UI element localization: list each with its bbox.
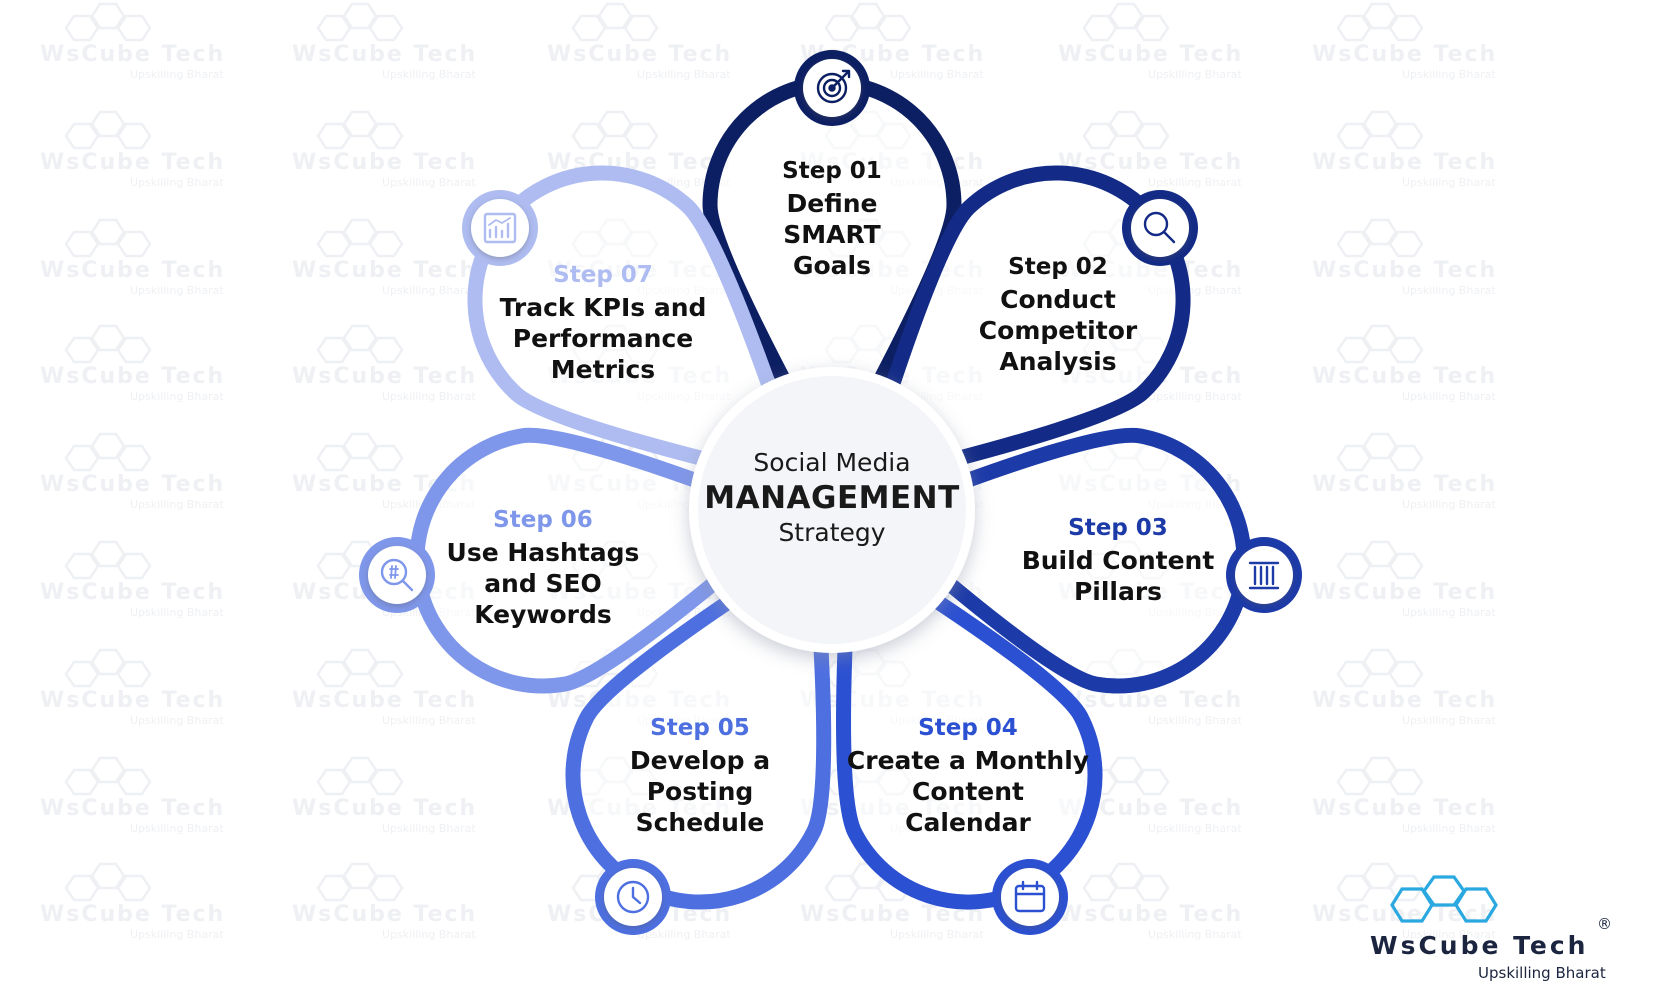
center-title-line2: MANAGEMENT [704, 480, 960, 516]
icon-badge-inner [1235, 546, 1293, 604]
center-title-line1: Social Media [753, 448, 911, 477]
step-title-line: Competitor [978, 316, 1138, 345]
hashtag-search-icon [380, 558, 414, 592]
step-title-line: Schedule [635, 808, 765, 837]
step-title-line: Develop a [629, 746, 771, 775]
step-title-line: Metrics [550, 355, 656, 384]
icon-group [359, 50, 1302, 935]
step-title-line: Calendar [905, 808, 1031, 837]
step-title-line: Performance [512, 324, 694, 353]
step-title-line: Goals [792, 251, 871, 280]
icon-badge-inner [1131, 199, 1189, 257]
step-number: Step 02 [1008, 254, 1108, 280]
pillar-icon [1248, 561, 1280, 590]
step-title-line: SMART [783, 220, 881, 249]
clock-icon [616, 880, 650, 914]
step-title-line: Create a Monthly [846, 746, 1090, 775]
brand-tagline: Upskilling Bharat [1478, 964, 1606, 982]
target-icon [816, 69, 851, 104]
brand-name: WsCube Tech [1370, 931, 1589, 960]
step-title-line: Content [912, 777, 1024, 806]
icon-badge-inner [471, 199, 529, 257]
step-title-line: and SEO [484, 569, 602, 598]
step-title-line: Define [786, 189, 878, 218]
step-title-line: Use Hashtags [446, 538, 640, 567]
step-number: Step 04 [918, 715, 1018, 741]
step-title-line: Build Content [1021, 546, 1215, 575]
chart-icon [483, 212, 517, 244]
step-number: Step 06 [493, 507, 593, 533]
step-title-line: Keywords [474, 600, 612, 629]
center-title: Social Media MANAGEMENT Strategy [682, 448, 982, 548]
calendar-icon [1014, 880, 1046, 913]
registered-mark: ® [1597, 915, 1612, 933]
step-number: Step 07 [553, 262, 653, 288]
step-number: Step 01 [782, 158, 882, 184]
magnifier-icon [1143, 211, 1176, 244]
step-title-line: Analysis [999, 347, 1117, 376]
brand-logo: WsCube Tech ® Upskilling Bharat [1370, 875, 1630, 985]
icon-badge-inner [1001, 868, 1059, 926]
center-inner-circle [698, 376, 966, 644]
hexagon-logo-icon [1390, 875, 1498, 923]
step-title-line: Posting [646, 777, 754, 806]
step-title-line: Conduct [1000, 285, 1116, 314]
step-title-line: Pillars [1073, 577, 1163, 606]
step-title-line: Track KPIs and [499, 293, 707, 322]
center-title-line3: Strategy [778, 518, 886, 547]
step-number: Step 05 [650, 715, 750, 741]
step-number: Step 03 [1068, 515, 1168, 541]
